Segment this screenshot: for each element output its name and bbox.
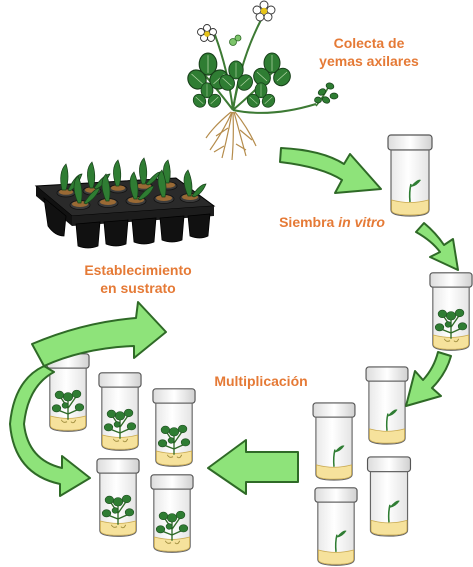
culture-jar (314, 487, 358, 567)
in-vitro-jar (387, 134, 433, 217)
flower-icon (197, 0, 276, 46)
label-multiplication: Multiplicación (214, 373, 308, 389)
arrow-loop-multiplication (9, 365, 91, 497)
seedling-tray-illustration (34, 157, 216, 249)
arrow-to-establishment (31, 301, 167, 367)
culture-jar (366, 456, 412, 537)
label-in-vitro-italic: in vitro (338, 214, 385, 230)
axillary-bud-illustration (314, 82, 339, 107)
arrow-invitro-to-culture (415, 222, 459, 271)
label-in-vitro: Siembra in vitro (268, 213, 396, 231)
culture-jar-shoots (150, 474, 194, 553)
label-in-vitro-prefix: Siembra (279, 214, 339, 230)
culture-jar (365, 366, 409, 445)
culture-jar-shoots (46, 353, 90, 432)
label-establishment: Establecimiento en sustrato (84, 262, 192, 296)
culture-jar-shoots (152, 388, 196, 467)
culture-jar (312, 402, 356, 481)
culture-jar-shoots (98, 372, 142, 451)
arrow-multiplication-left (207, 439, 299, 495)
arrow-collection-to-invitro (279, 147, 382, 194)
culture-jar-shoots (96, 458, 140, 537)
label-collection: Colecta de yemas axilares (319, 35, 419, 69)
culture-jar-shoots (429, 272, 473, 351)
arrow-culture-to-multiplication (405, 351, 452, 407)
strawberry-plant-illustration (186, 0, 339, 161)
